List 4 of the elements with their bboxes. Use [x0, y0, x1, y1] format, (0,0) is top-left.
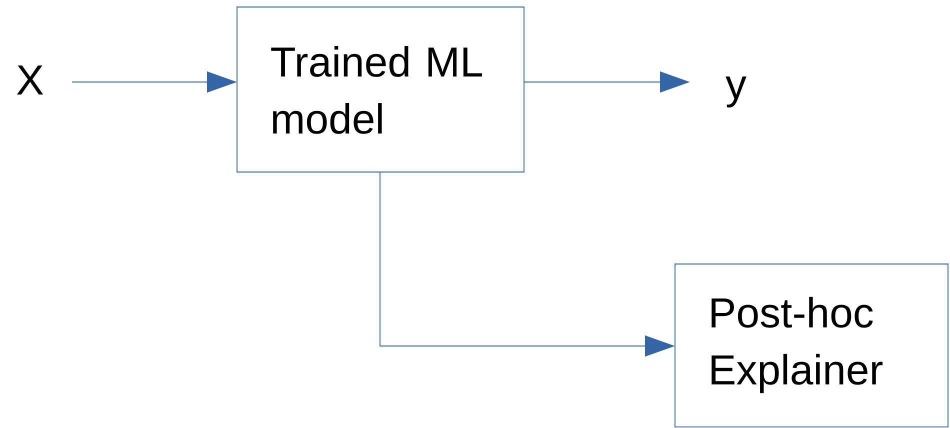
process-box: Post-hoc Explainer	[674, 264, 948, 428]
process-box: Trained ML model	[236, 6, 524, 172]
variable-label: X	[16, 66, 44, 94]
variable-label: y	[726, 76, 746, 108]
